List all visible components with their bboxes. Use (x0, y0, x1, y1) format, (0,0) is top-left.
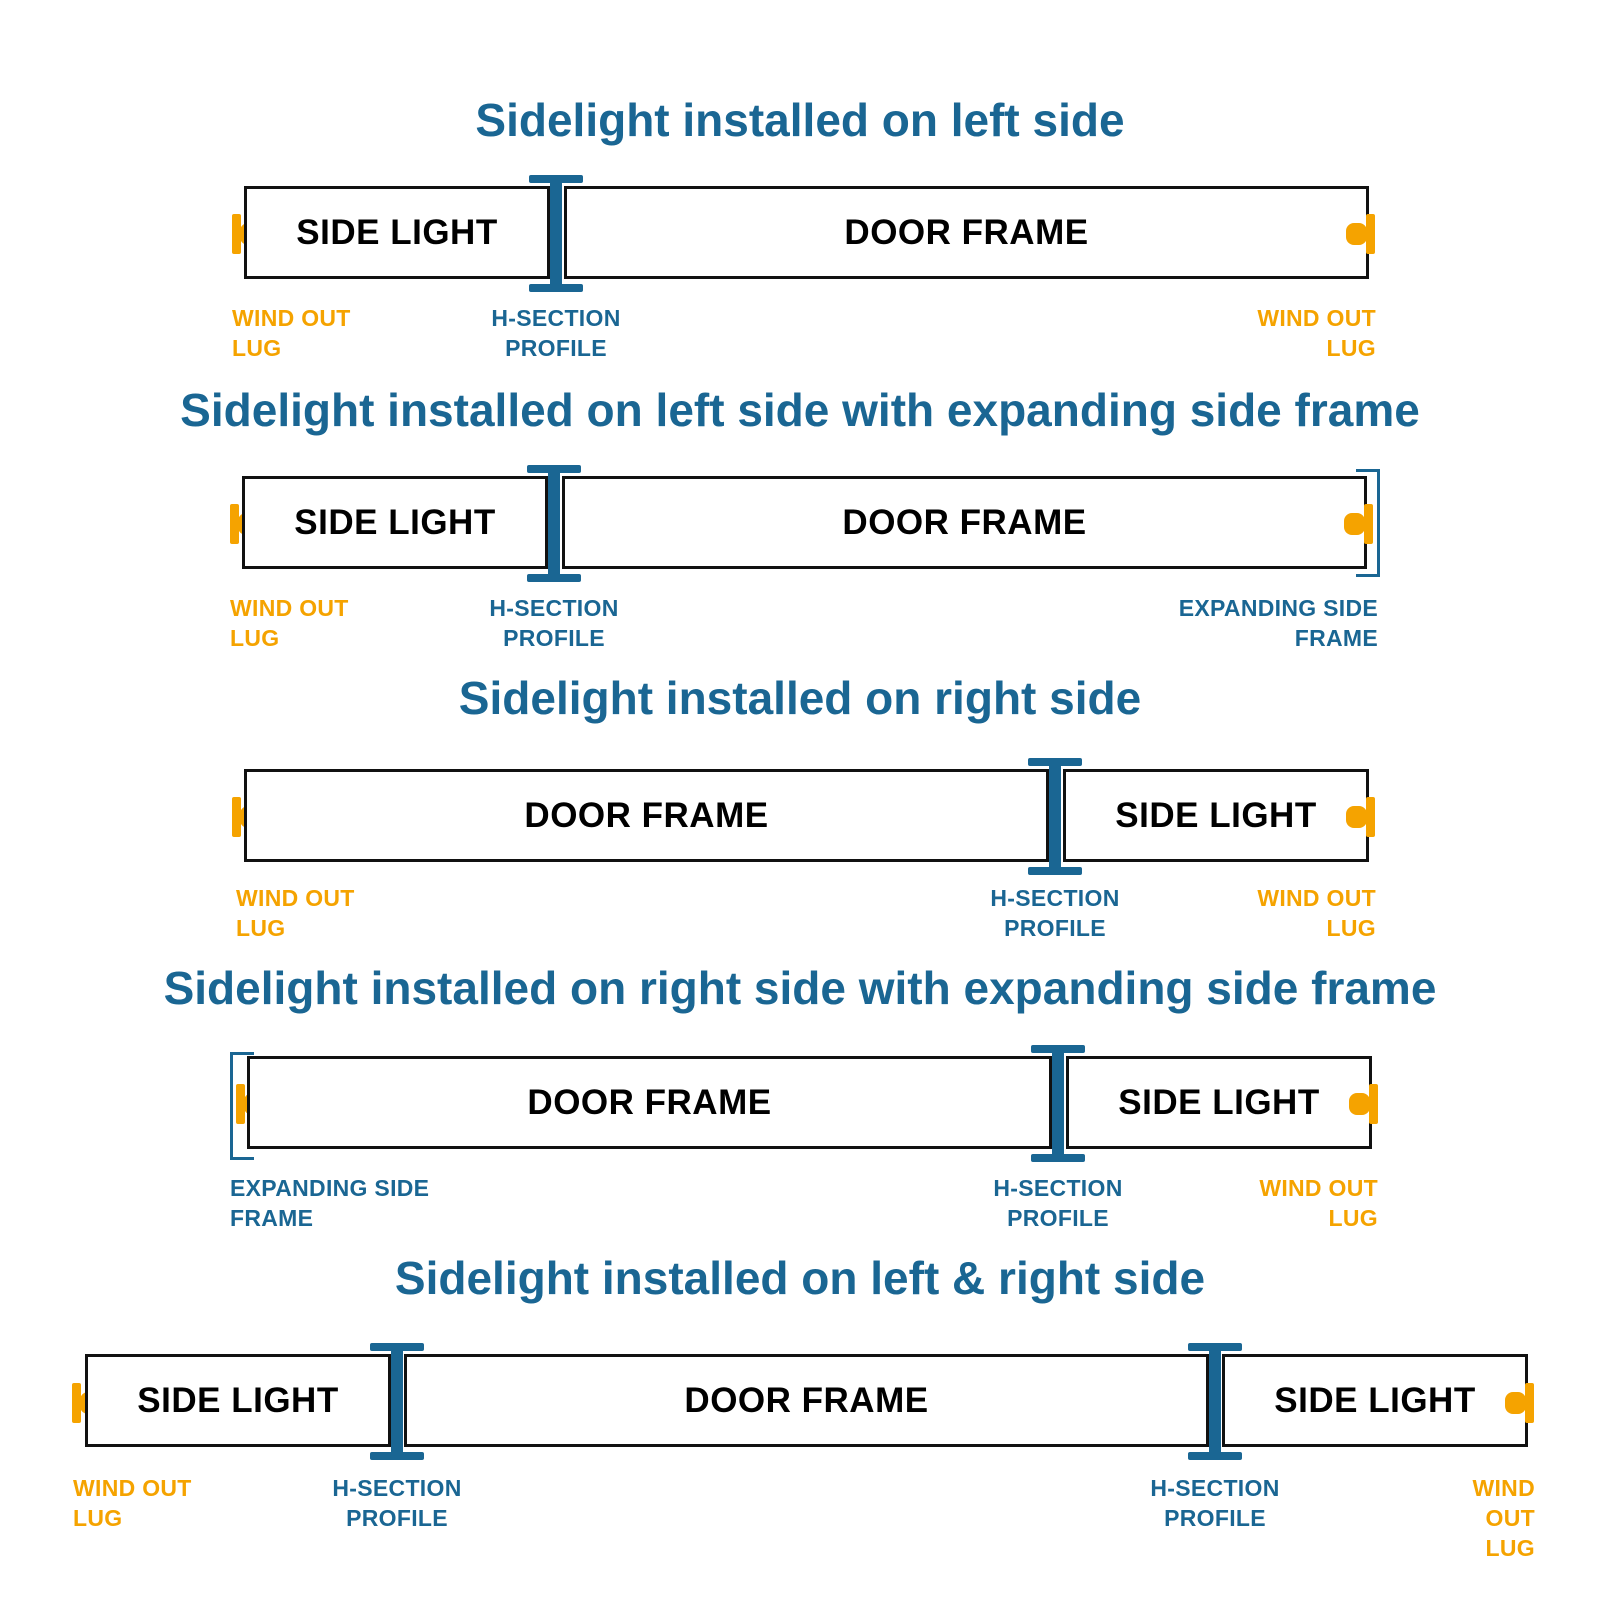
wind-out-lug-label: WIND OUT LUG (73, 1475, 192, 1531)
wind-out-lug-icon (1345, 797, 1375, 837)
wind-out-lug-label: WIND OUT LUG (1259, 1175, 1378, 1231)
wind-out-lug-icon (1343, 504, 1373, 544)
wind-out-lug-label: WIND OUT LUG (1472, 1475, 1535, 1561)
door-frame-box: DOOR FRAME (564, 186, 1369, 279)
h-section-profile-icon (1028, 758, 1082, 875)
h-section-profile-label: H-SECTION PROFILE (332, 1475, 462, 1531)
h-section-profile-label: H-SECTION PROFILE (491, 305, 621, 361)
section-title: Sidelight installed on left side (475, 94, 1125, 146)
expanding-side-frame-icon (1356, 469, 1380, 577)
wind-out-lug-icon (1504, 1383, 1534, 1423)
wind-out-lug-label: WIND OUT LUG (1257, 305, 1376, 361)
h-section-profile-icon (1188, 1343, 1242, 1460)
h-section-profile-label: H-SECTION PROFILE (990, 885, 1120, 941)
wind-out-lug-label: WIND OUT LUG (232, 305, 351, 361)
side-light-box: SIDE LIGHT (1063, 769, 1369, 862)
h-section-profile-icon (370, 1343, 424, 1460)
side-light-box: SIDE LIGHT (1066, 1056, 1372, 1149)
door-frame-box: DOOR FRAME (244, 769, 1049, 862)
h-section-profile-icon (529, 175, 583, 292)
side-light-box: SIDE LIGHT (244, 186, 550, 279)
expanding-side-frame-icon (230, 1052, 254, 1160)
section-title: Sidelight installed on left side with ex… (180, 384, 1420, 436)
expanding-side-frame-label: EXPANDING SIDE FRAME (230, 1175, 430, 1231)
side-light-box: SIDE LIGHT (1222, 1354, 1528, 1447)
wind-out-lug-icon (1345, 214, 1375, 254)
h-section-profile-label: H-SECTION PROFILE (489, 595, 619, 651)
h-section-profile-label: H-SECTION PROFILE (1150, 1475, 1280, 1531)
wind-out-lug-label: WIND OUT LUG (1257, 885, 1376, 941)
h-section-profile-icon (527, 465, 581, 582)
h-section-profile-icon (1031, 1045, 1085, 1162)
h-section-profile-label: H-SECTION PROFILE (993, 1175, 1123, 1231)
door-frame-box: DOOR FRAME (247, 1056, 1052, 1149)
side-light-box: SIDE LIGHT (242, 476, 548, 569)
wind-out-lug-label: WIND OUT LUG (230, 595, 349, 651)
door-frame-box: DOOR FRAME (562, 476, 1367, 569)
wind-out-lug-icon (1348, 1084, 1378, 1124)
door-frame-box: DOOR FRAME (404, 1354, 1209, 1447)
section-title: Sidelight installed on left & right side (394, 1252, 1206, 1304)
side-light-box: SIDE LIGHT (85, 1354, 391, 1447)
section-title: Sidelight installed on right side with e… (163, 962, 1437, 1014)
expanding-side-frame-label: EXPANDING SIDE FRAME (1178, 595, 1378, 651)
wind-out-lug-label: WIND OUT LUG (236, 885, 355, 941)
section-title: Sidelight installed on right side (458, 672, 1142, 724)
